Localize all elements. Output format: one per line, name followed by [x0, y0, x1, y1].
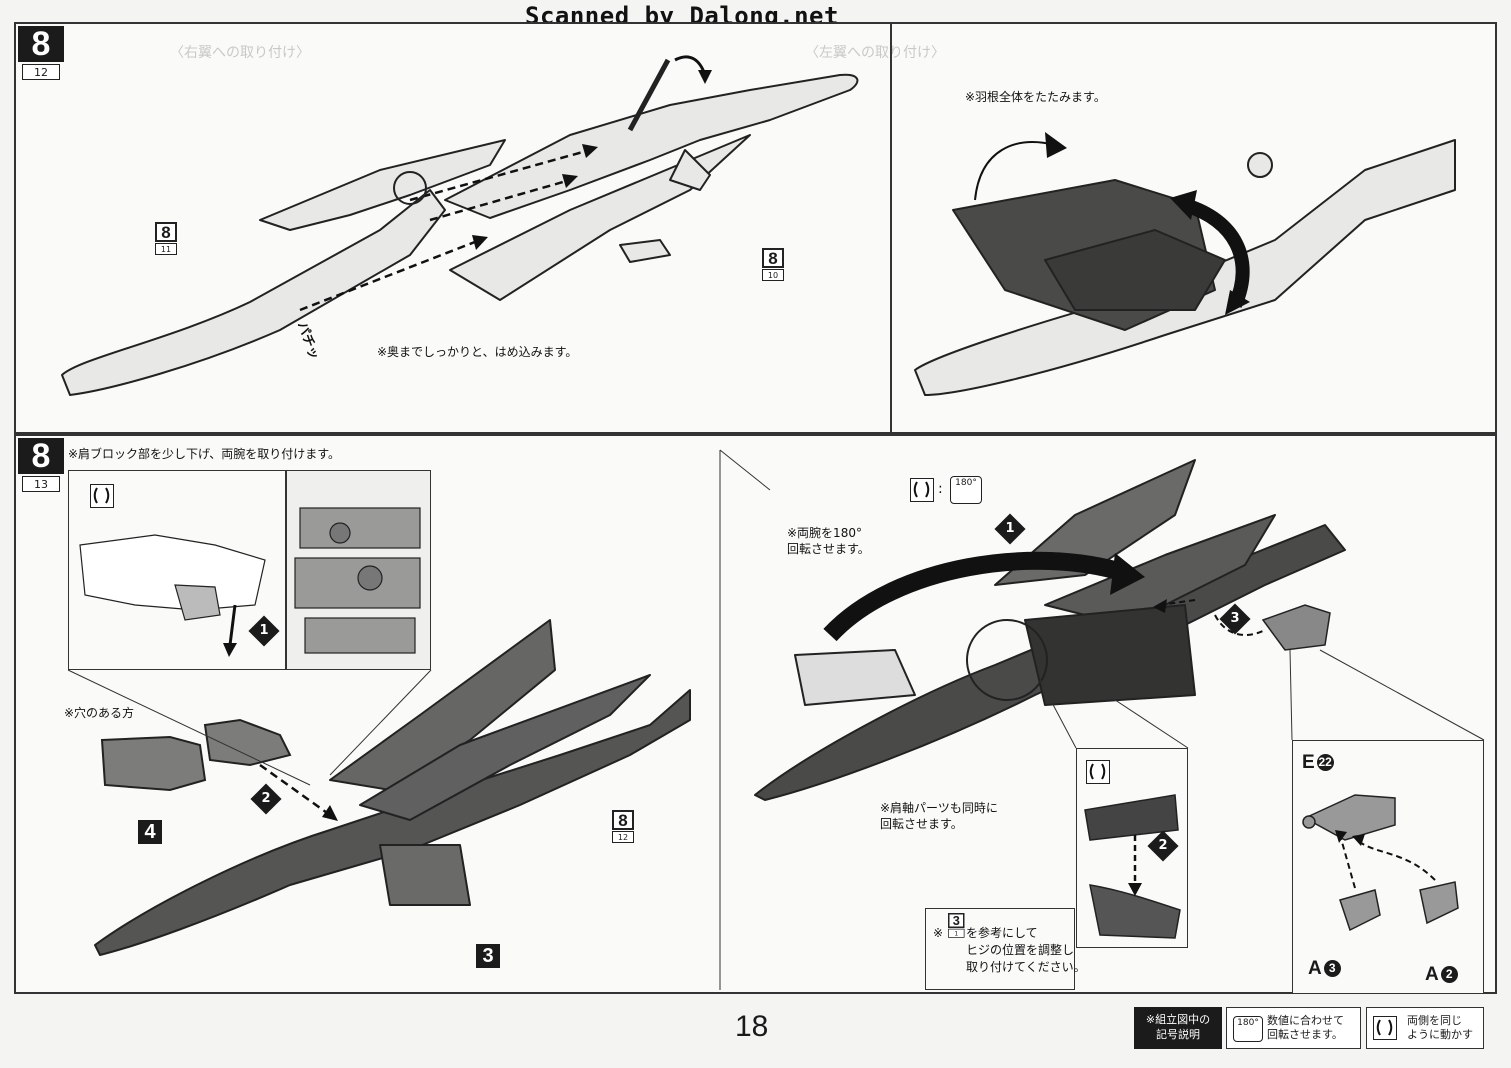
note-hole: ※穴のある方: [64, 706, 135, 720]
note-shoulder-axis: ※肩軸パーツも同時に 回転させます。: [880, 801, 998, 831]
ref-badge-left: 8 11: [155, 222, 177, 256]
note-fold: ※羽根全体をたたみます。: [965, 90, 1106, 104]
both-sides-icon: [910, 478, 934, 502]
both-sides-icon: [1086, 760, 1110, 784]
page-number: 18: [735, 1010, 769, 1043]
legend-rotate-text: 数値に合わせて 回転させます。: [1267, 1014, 1344, 1041]
note-rotate-arms: ※両腕を180° 回転させます。: [787, 526, 870, 556]
rotate-label: 180°: [1237, 1018, 1259, 1028]
inset-closeup-illustration: [294, 507, 421, 654]
ref-number: 8: [612, 810, 634, 830]
step-number: 8: [18, 26, 64, 62]
ref-badge-small: 3 1: [948, 913, 965, 939]
both-sides-icon: [90, 484, 114, 508]
ghost-text: 〈右翼への取り付け〉: [170, 45, 310, 61]
elbow-illustration: [1084, 794, 1181, 939]
ref-number: 8: [762, 248, 784, 268]
parts-box: [1292, 740, 1484, 994]
ref-number: 8: [155, 222, 177, 242]
legend-both-sides-text: 両側を同じ ように動かす: [1407, 1014, 1473, 1041]
inset-shoulder-illustration: [79, 534, 266, 657]
ref-sub: 12: [612, 831, 634, 843]
panel-divider-top: [890, 22, 892, 434]
part-badge-3: 3: [476, 944, 500, 968]
note-ref-text: を参考にして ヒジの位置を調整し 取り付けてください。: [966, 926, 1086, 974]
icon-separator: :: [938, 481, 943, 497]
aircraft-illustration-folded: [914, 132, 1456, 396]
note-shoulder: ※肩ブロック部を少し下げ、両腕を取り付けます。: [68, 447, 341, 461]
part-badge-4: 4: [138, 820, 162, 844]
ref-number: 3: [948, 913, 965, 928]
note-ref-prefix: ※: [933, 926, 944, 940]
legend-rotate: 180° 数値に合わせて 回転させます。: [1226, 1007, 1361, 1049]
ref-sub: 10: [762, 269, 784, 281]
ref-sub: 1: [948, 928, 965, 938]
ghost-text: 〈左翼への取り付け〉: [805, 45, 945, 61]
step-sub-number: 12: [22, 64, 60, 80]
step-badge-bottom: 8 13: [18, 438, 64, 494]
both-sides-icon: [1373, 1016, 1397, 1040]
ref-badge-right: 8 10: [762, 248, 784, 282]
aircraft-illustration-rotated: [754, 459, 1346, 801]
rotate-label: 180°: [955, 478, 977, 488]
step-sub-number: 13: [22, 476, 60, 492]
ref-sub: 11: [155, 243, 177, 255]
legend-title: ※組立図中の 記号説明: [1134, 1007, 1222, 1049]
rotate-180-icon: 180°: [1233, 1016, 1263, 1042]
rotate-180-icon: 180°: [950, 476, 982, 504]
note-insert: ※奥までしっかりと、はめ込みます。: [377, 345, 578, 359]
step-number: 8: [18, 438, 64, 474]
step-badge-top: 8 12: [18, 26, 64, 82]
parts-illustration: [1302, 794, 1459, 932]
aircraft-illustration-left: [61, 55, 859, 396]
ref-badge-center: 8 12: [612, 810, 634, 844]
legend-both-sides: 両側を同じ ように動かす: [1366, 1007, 1484, 1049]
aircraft-illustration-arms: [94, 619, 691, 956]
